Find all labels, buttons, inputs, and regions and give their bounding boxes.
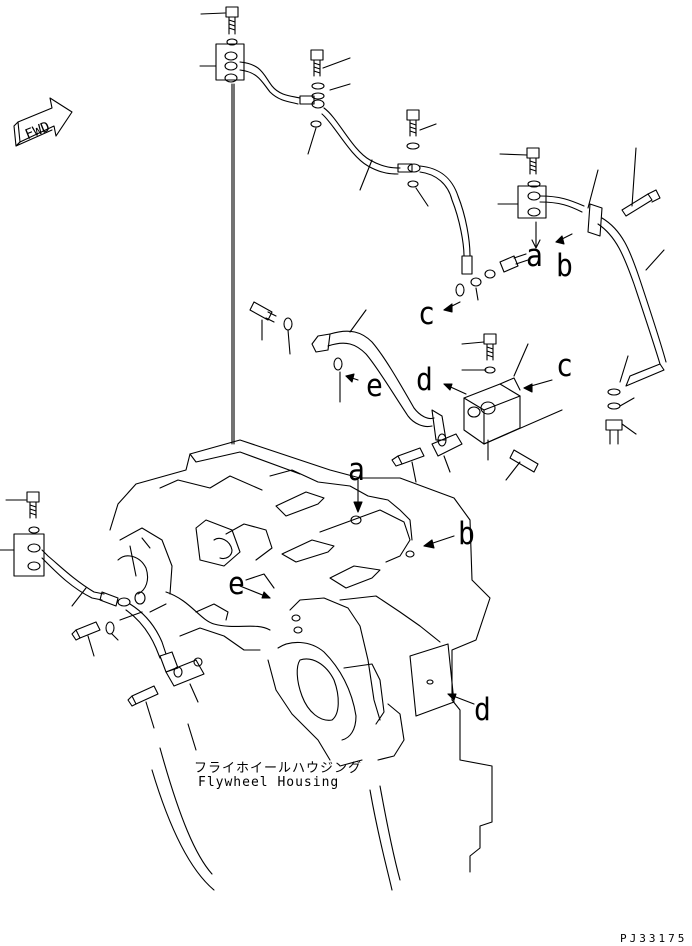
left-lower-assembly — [0, 491, 205, 729]
part-name-english: Flywheel Housing — [198, 775, 340, 790]
right-bracket-assembly — [497, 147, 603, 249]
middle-hose — [249, 301, 463, 473]
callout-e-housing: e — [228, 565, 245, 602]
bolt-top-left — [199, 6, 245, 445]
housing-arrows — [239, 479, 475, 705]
callout-d-left: d — [416, 361, 433, 398]
valve-arrows — [345, 233, 573, 395]
fwd-arrow-sign: FWD — [13, 97, 73, 147]
upper-hose — [239, 61, 473, 275]
callout-e-mid: e — [366, 367, 383, 404]
callout-d-housing: d — [474, 691, 491, 728]
flywheel-housing — [109, 439, 493, 891]
far-right-hose — [597, 147, 667, 445]
callout-c-right: c — [556, 347, 573, 384]
bolt-upper-right — [406, 109, 437, 207]
callout-c-left: c — [418, 295, 435, 332]
right-banjo-bolt — [455, 253, 529, 301]
part-name-japanese: フライホイールハウジング — [194, 761, 363, 776]
bolt-upper-middle — [307, 49, 351, 155]
flywheel-label-leader — [339, 759, 363, 767]
callout-b-housing: b — [458, 515, 475, 552]
callout-b-top: b — [556, 247, 573, 284]
drawing-code: PJ33175 — [620, 932, 688, 945]
callout-a-top: a — [526, 237, 543, 274]
valve-lower-bolt — [391, 447, 425, 483]
valve-block — [461, 333, 563, 481]
fwd-label: FWD — [23, 119, 52, 143]
callout-a-housing: a — [348, 451, 365, 488]
